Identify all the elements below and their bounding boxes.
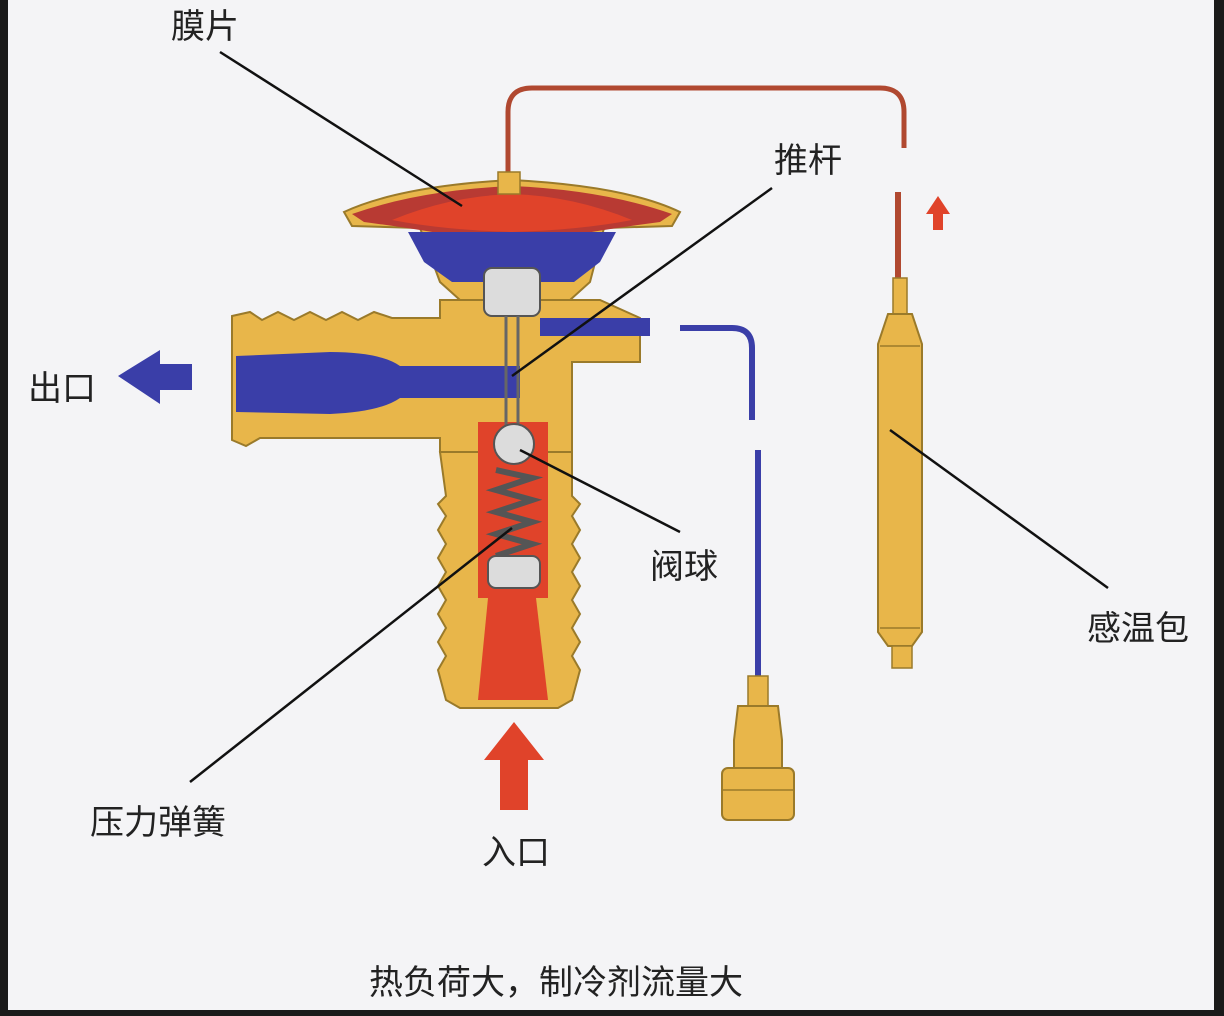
flare-nut-fitting — [721, 675, 795, 821]
leader-push-rod — [511, 186, 773, 378]
leader-valve-ball — [519, 448, 681, 534]
label-push-rod: 推杆 — [774, 141, 842, 181]
label-inlet: 入口 — [482, 833, 550, 873]
label-diaphragm: 膜片 — [171, 7, 239, 47]
outlet-arrow — [118, 350, 192, 404]
flow-up-small-arrow — [926, 196, 950, 230]
pressure-spring — [485, 467, 544, 559]
label-outlet: 出口 — [28, 369, 96, 409]
sensing-bulb — [877, 277, 923, 669]
label-valve-ball: 阀球 — [650, 547, 718, 587]
label-pressure-spring: 压力弹簧 — [90, 803, 226, 843]
valve-body — [231, 267, 650, 709]
diaphragm-head — [342, 171, 682, 301]
equalizer-line — [680, 325, 755, 420]
caption: 热负荷大，制冷剂流量大 — [369, 963, 743, 1003]
capillary-tube — [505, 85, 907, 172]
leader-pressure-spring — [189, 527, 513, 783]
leader-diaphragm — [219, 50, 463, 208]
leader-sensing-bulb — [889, 428, 1109, 590]
inlet-arrow — [484, 722, 544, 810]
label-sensing-bulb: 感温包 — [1087, 609, 1189, 649]
valve-ball — [493, 423, 535, 465]
background — [8, 0, 1214, 1010]
diaphragm — [392, 194, 632, 232]
